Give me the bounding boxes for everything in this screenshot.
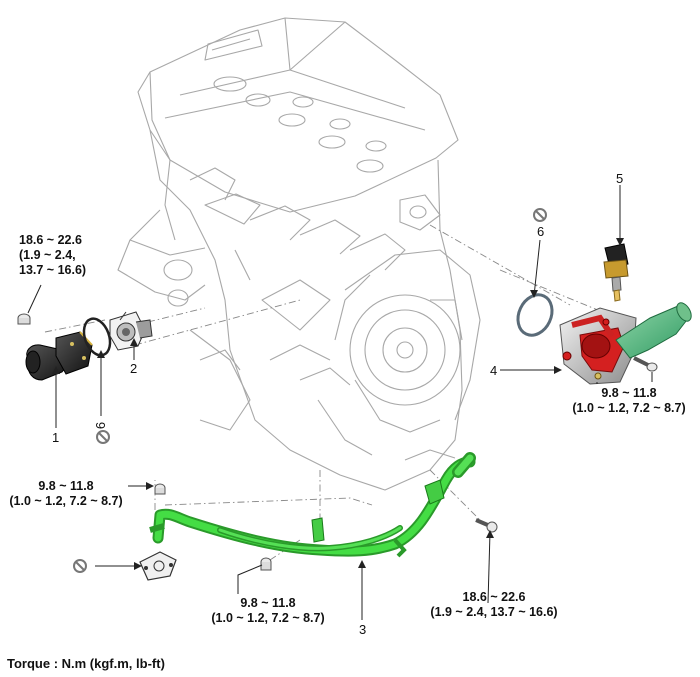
torque-label-pipe-left-bolt: 9.8 ~ 11.8 (1.0 ~ 1.2, 7.2 ~ 8.7) <box>4 479 128 509</box>
torque-value: 9.8 ~ 11.8 <box>601 386 657 400</box>
torque-value-lbft: 13.7 ~ 16.6) <box>19 263 87 277</box>
outlet-fitting-bolt <box>633 356 658 372</box>
pipe-bolt-right <box>475 518 498 533</box>
torque-label-housing-bolt: 18.6 ~ 22.6 (1.9 ~ 2.4, 13.7 ~ 16.6) <box>19 233 86 278</box>
torque-value-imperial: (1.0 ~ 1.2, 7.2 ~ 8.7) <box>572 401 686 415</box>
callout-part-4: 4 <box>490 363 498 378</box>
thermostat-housing-part-1 <box>25 331 93 381</box>
torque-value: 18.6 ~ 22.6 <box>462 590 526 604</box>
pipe-bolt-center <box>260 557 272 571</box>
leader-arrowheads <box>52 238 624 570</box>
pipe-bolt-left <box>154 483 166 495</box>
thermostat-part-2 <box>109 311 153 351</box>
torque-value: 9.8 ~ 11.8 <box>38 479 94 493</box>
torque-value-imperial: (1.9 ~ 2.4, 13.7 ~ 16.6) <box>430 605 558 619</box>
coolant-outlet-fitting-part-4 <box>559 302 692 385</box>
prohibited-circle-icon <box>533 208 547 222</box>
callout-part-2: 2 <box>130 361 138 376</box>
torque-value-imperial: (1.0 ~ 1.2, 7.2 ~ 8.7) <box>211 611 325 625</box>
torque-value: 9.8 ~ 11.8 <box>240 596 296 610</box>
prohibited-circle-icon <box>96 430 110 444</box>
leader-lines <box>27 185 653 620</box>
pipe-flange-gasket <box>139 551 177 581</box>
callout-part-3: 3 <box>359 622 367 637</box>
alignment-lines <box>44 224 611 561</box>
callout-part-1: 1 <box>52 430 60 445</box>
torque-value-imperial: (1.0 ~ 1.2, 7.2 ~ 8.7) <box>9 494 123 508</box>
water-pipe-part-3 <box>149 452 476 558</box>
torque-label-pipe-center-bolt: 9.8 ~ 11.8 (1.0 ~ 1.2, 7.2 ~ 8.7) <box>206 596 330 626</box>
torque-label-outlet-bolt: 9.8 ~ 11.8 (1.0 ~ 1.2, 7.2 ~ 8.7) <box>566 386 692 416</box>
torque-value: 18.6 ~ 22.6 <box>19 233 82 247</box>
torque-value-kgfm: (1.9 ~ 2.4, <box>19 248 76 262</box>
gasket-ring-left <box>82 317 112 357</box>
torque-label-pipe-right-bolt: 18.6 ~ 22.6 (1.9 ~ 2.4, 13.7 ~ 16.6) <box>424 590 564 620</box>
gasket-ring-right <box>516 293 554 337</box>
engine-block-outline <box>117 17 481 491</box>
housing-bolt <box>17 313 31 325</box>
coolant-temp-sensor-part-5 <box>603 243 629 302</box>
prohibited-circle-icon <box>73 559 87 573</box>
callout-part-6-right: 6 <box>537 224 545 239</box>
torque-units-note: Torque : N.m (kgf.m, lb-ft) <box>7 656 165 671</box>
callout-part-6-left: 6 <box>93 421 109 430</box>
callout-part-5: 5 <box>616 171 624 186</box>
